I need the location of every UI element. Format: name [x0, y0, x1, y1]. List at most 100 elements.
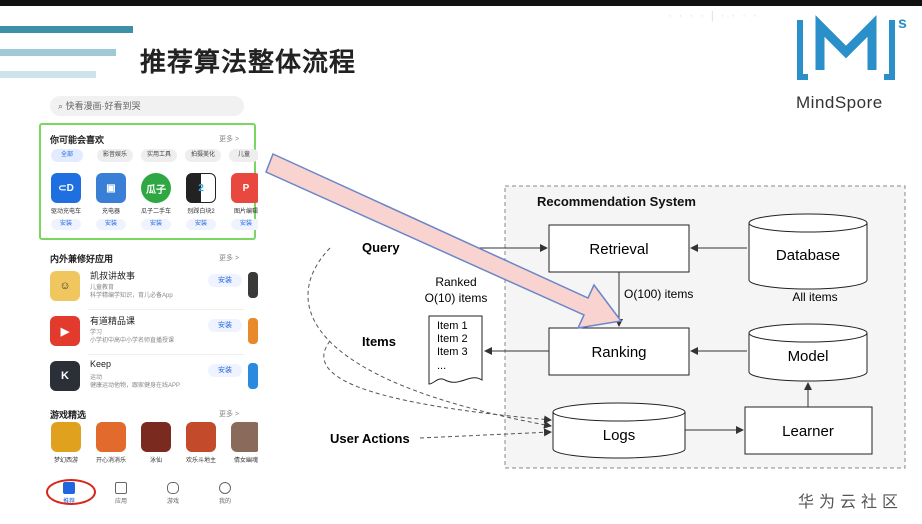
- query-label: Query: [362, 240, 400, 255]
- featured-title: 内外兼修好应用: [50, 254, 114, 264]
- chip-tools[interactable]: 实用工具: [141, 149, 177, 162]
- chip-media[interactable]: 影音娱乐: [97, 149, 133, 162]
- tab-label: 游戏: [166, 499, 179, 505]
- chip-kids[interactable]: 儿童: [229, 149, 258, 162]
- model-label: Model: [788, 348, 829, 365]
- app-icon: ☺: [50, 271, 80, 301]
- divider: [88, 309, 244, 310]
- app-icon: ⊂D: [51, 173, 81, 203]
- chip-all[interactable]: 全部: [51, 149, 83, 162]
- svg-text:s: s: [898, 15, 907, 32]
- app-card[interactable]: P 图片编辑 安装: [226, 173, 258, 230]
- game-icon: [51, 422, 81, 452]
- install-button[interactable]: 安装: [208, 274, 242, 287]
- app-category: 儿童教育: [90, 285, 115, 291]
- decor-stripe: [0, 49, 116, 56]
- featured-more-link[interactable]: 更多 >: [219, 255, 240, 262]
- install-button[interactable]: 安装: [231, 219, 258, 230]
- app-name: 充电器: [101, 209, 120, 215]
- app-card[interactable]: ⊂D 驱动充电车 安装: [46, 173, 86, 230]
- game-card[interactable]: 泳仙: [136, 422, 176, 464]
- all-items-label: All items: [792, 290, 837, 304]
- item-list-entry: Item 2: [437, 333, 468, 345]
- divider: [88, 354, 244, 355]
- user-actions-arrow: [419, 428, 552, 439]
- logs-cylinder: [552, 402, 686, 459]
- game-icon: [141, 422, 171, 452]
- chip-camera[interactable]: 拍摄美化: [185, 149, 221, 162]
- retrieval-label: Retrieval: [589, 241, 648, 258]
- top-bar: [0, 0, 922, 6]
- apps-icon: [115, 482, 127, 494]
- app-name: 驱动充电车: [50, 209, 81, 215]
- list-item[interactable]: ☺ 凯叔讲故事 儿童教育 科学精编学知识，育儿必备App 安装: [50, 268, 246, 308]
- watermark: · · · · | · · · ·: [668, 10, 759, 22]
- search-input[interactable]: ⌕ 快看漫画·好看到哭: [50, 96, 244, 116]
- list-item[interactable]: ▶ 有道精品课 学习 小学初中高中小学名师直播授课 安装: [50, 313, 246, 353]
- game-card[interactable]: 欢乐斗地主: [181, 422, 221, 464]
- app-description: 健康运动他物，跟家健身在线APP: [90, 383, 181, 389]
- install-button[interactable]: 安装: [208, 319, 242, 332]
- item-list-document: [428, 315, 483, 385]
- install-button[interactable]: 安装: [96, 219, 126, 230]
- app-icon: K: [50, 361, 80, 391]
- games-title: 游戏精选: [50, 410, 87, 420]
- ranking-box: [548, 327, 690, 376]
- query-log-arrow: [307, 247, 552, 429]
- next-card-edge: [248, 272, 258, 298]
- app-icon: 瓜子: [141, 173, 171, 203]
- games-more-link[interactable]: 更多 >: [219, 411, 240, 418]
- game-name: 开心消消乐: [95, 458, 126, 464]
- game-name: 欢乐斗地主: [185, 458, 216, 464]
- o100-label: O(100) items: [624, 287, 693, 301]
- tab-games[interactable]: 游戏: [158, 482, 188, 505]
- app-card[interactable]: 瓜子 瓜子二手车 安装: [136, 173, 176, 230]
- game-card[interactable]: 梦幻西游: [46, 422, 86, 464]
- app-icon: P: [231, 173, 258, 203]
- decor-stripe: [0, 71, 96, 78]
- mindspore-logo: s: [797, 15, 907, 80]
- app-description: 小学初中高中小学名师直播授课: [90, 338, 175, 344]
- install-button[interactable]: 安装: [51, 219, 81, 230]
- footer-text: 华为云社区: [798, 492, 904, 511]
- game-name: 泳仙: [149, 458, 162, 464]
- retrieval-box: [548, 224, 690, 273]
- install-button[interactable]: 安装: [141, 219, 171, 230]
- app-card[interactable]: ▣ 充电器 安装: [91, 173, 131, 230]
- tab-apps[interactable]: 应用: [106, 482, 136, 505]
- game-icon: [231, 422, 258, 452]
- item-list-entry: ...: [437, 360, 446, 372]
- app-name: 有道精品课: [90, 316, 136, 326]
- logs-label: Logs: [603, 427, 636, 444]
- user-icon: [219, 482, 231, 494]
- app-icon: ▣: [96, 173, 126, 203]
- recommend-title: 你可能会喜欢: [50, 135, 105, 145]
- item-list-entry: Item 1: [437, 320, 468, 332]
- game-card[interactable]: 开心消消乐: [91, 422, 131, 464]
- search-placeholder: 快看漫画·好看到哭: [65, 101, 141, 111]
- app-icon: 2: [186, 173, 216, 203]
- model-cylinder: [748, 323, 868, 382]
- app-name: 别踩白块2: [187, 209, 215, 215]
- tab-me[interactable]: 我的: [210, 482, 240, 505]
- recommend-section: 你可能会喜欢 更多 > 全部 影音娱乐 实用工具 拍摄美化 儿童 ⊂D 驱动充电…: [39, 123, 258, 240]
- brand-name: MindSpore: [796, 93, 883, 112]
- app-description: 科学精编学知识，育儿必备App: [90, 293, 173, 299]
- app-category: 学习: [90, 330, 103, 336]
- highlight-arrow: [265, 152, 623, 329]
- next-card-edge: [248, 318, 258, 344]
- next-card-edge: [248, 363, 258, 389]
- learner-label: Learner: [782, 423, 834, 440]
- recommend-more-link[interactable]: 更多 >: [219, 136, 240, 143]
- ranking-label: Ranking: [591, 344, 646, 361]
- highlight-circle: [46, 479, 96, 505]
- user-actions-label: User Actions: [330, 431, 410, 446]
- list-item[interactable]: K Keep 运动 健康运动他物，跟家健身在线APP 安装: [50, 358, 246, 398]
- install-button[interactable]: 安装: [208, 364, 242, 377]
- install-button[interactable]: 安装: [186, 219, 216, 230]
- app-card[interactable]: 2 别踩白块2 安装: [181, 173, 221, 230]
- ranked-label: Ranked: [435, 275, 476, 289]
- gamepad-icon: [167, 482, 179, 494]
- game-card[interactable]: 倩女幽魂: [226, 422, 258, 464]
